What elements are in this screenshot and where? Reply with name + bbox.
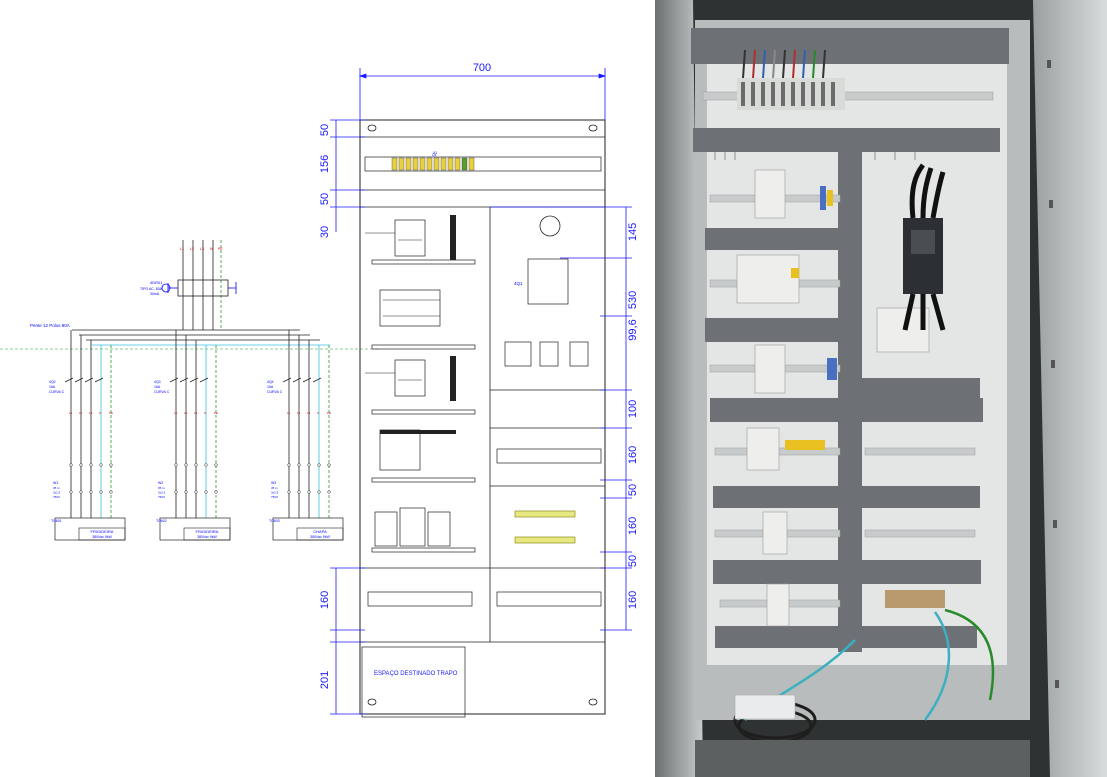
dim-right-2: 530 xyxy=(627,291,639,309)
feeder-phase-label: N xyxy=(204,411,206,415)
dim-right-6: 50 xyxy=(627,484,639,496)
feeder-cable-tag: W2 xyxy=(158,481,163,485)
dim-left-6: 201 xyxy=(319,671,331,689)
feeder-cable-tag: W1 xyxy=(53,481,58,485)
right-breaker-tag: 4Q1 xyxy=(514,281,523,286)
feeder-socket-tag: TO602 xyxy=(156,519,167,523)
feeder-phase-label: PE xyxy=(109,411,113,415)
dim-right-7: 160 xyxy=(627,517,639,535)
panel-layout: 700 X1 xyxy=(319,62,639,718)
feeder-phase-label: N xyxy=(317,411,319,415)
feeder-cable-spec: 35 m xyxy=(53,486,60,490)
feeder-load-spec: 380Vac 9kW xyxy=(197,535,217,539)
feeder-socket-tag: TO601 xyxy=(51,519,62,523)
feeder-socket-tag: TO603 xyxy=(269,519,280,523)
feeder-phase-label: L1 xyxy=(174,411,178,415)
feeder-cable-spec: 750V xyxy=(53,495,60,499)
feeder-phase-label: L2 xyxy=(79,411,83,415)
svg-text:L1: L1 xyxy=(180,247,184,251)
dim-left-1: 50 xyxy=(319,124,331,136)
dim-right-9: 160 xyxy=(627,591,639,609)
feeder-phase-label: L2 xyxy=(184,411,188,415)
feeder-phase-label: L3 xyxy=(194,411,198,415)
feeder-phase-label: L3 xyxy=(89,411,93,415)
feeder-phase-label: L1 xyxy=(287,411,291,415)
dim-left-5: 160 xyxy=(319,591,331,609)
svg-text:L2: L2 xyxy=(190,247,194,251)
dim-right-1: 145 xyxy=(627,223,639,241)
svg-text:PE: PE xyxy=(218,247,223,251)
feeder-load-spec: 380Vac 9kW xyxy=(92,535,112,539)
feeder-phase-label: PE xyxy=(327,411,331,415)
main-breaker-spec-1: TIPO AC, 80A xyxy=(140,287,163,291)
feeder-cable-spec: 750V xyxy=(158,495,165,499)
feeder-load-name: CHAPA xyxy=(313,529,327,534)
feeder-cable-spec: 3x2,5 xyxy=(158,491,166,495)
feeder-cable-spec: 35 m xyxy=(158,486,165,490)
feeder-breaker-rating: 16A xyxy=(267,385,274,389)
feeder-breaker-rating: 16A xyxy=(49,385,56,389)
feeder-breaker-curve: CURVA C xyxy=(267,390,283,394)
svg-text:L3: L3 xyxy=(200,247,204,251)
feeder-cable-spec: 3x2,5 xyxy=(271,491,279,495)
feeder-phase-label: L2 xyxy=(297,411,301,415)
width-dimension: 700 xyxy=(473,62,491,74)
dim-right-4: 100 xyxy=(627,400,639,418)
feeder-breaker-rating: 16A xyxy=(154,385,161,389)
feeder-breaker-curve: CURVA C xyxy=(49,390,65,394)
main-breaker-spec-2: 30mA xyxy=(150,292,160,296)
feeder-cable-tag: W3 xyxy=(271,481,276,485)
dim-right-8: 50 xyxy=(627,555,639,567)
feeder-phase-label: L3 xyxy=(307,411,311,415)
dim-left-2: 156 xyxy=(319,155,331,173)
feeder-breaker-tag: 4Q4 xyxy=(267,380,274,384)
feeder-breaker-curve: CURVA C xyxy=(154,390,170,394)
dim-right-5: 160 xyxy=(627,446,639,464)
feeder-breaker-tag: 4Q3 xyxy=(154,380,161,384)
feeder-cable-spec: 750V xyxy=(271,495,278,499)
feeder-phase-label: N xyxy=(99,411,101,415)
feeder-breaker-tag: 4Q2 xyxy=(49,380,56,384)
feeder-load-spec: 380Vac 9kW xyxy=(310,535,330,539)
svg-text:N: N xyxy=(210,247,213,251)
enclosure-photo xyxy=(655,0,1107,777)
svg-text:X1: X1 xyxy=(433,151,437,155)
bus-label: Pente 12 Polos 80A xyxy=(30,323,70,328)
feeder-cable-spec: 3x2,5 xyxy=(53,491,61,495)
dim-right-3: 99,6 xyxy=(627,319,639,340)
feeder-cable-spec: 35 m xyxy=(271,486,278,490)
feeder-phase-label: PE xyxy=(214,411,218,415)
reserved-space-label: ESPAÇO DESTINADO TRAPO xyxy=(374,671,458,677)
main-breaker-tag: 4DR01 xyxy=(150,280,163,285)
dim-left-3: 50 xyxy=(319,193,331,205)
feeder-load-name: FRIGIDEIRA xyxy=(196,529,219,534)
dim-left-4: 30 xyxy=(319,226,331,238)
feeder-load-name: FRIGIDEIRA xyxy=(91,529,114,534)
main-switch-tag: Q1 xyxy=(432,153,437,157)
feeder-phase-label: L1 xyxy=(69,411,73,415)
